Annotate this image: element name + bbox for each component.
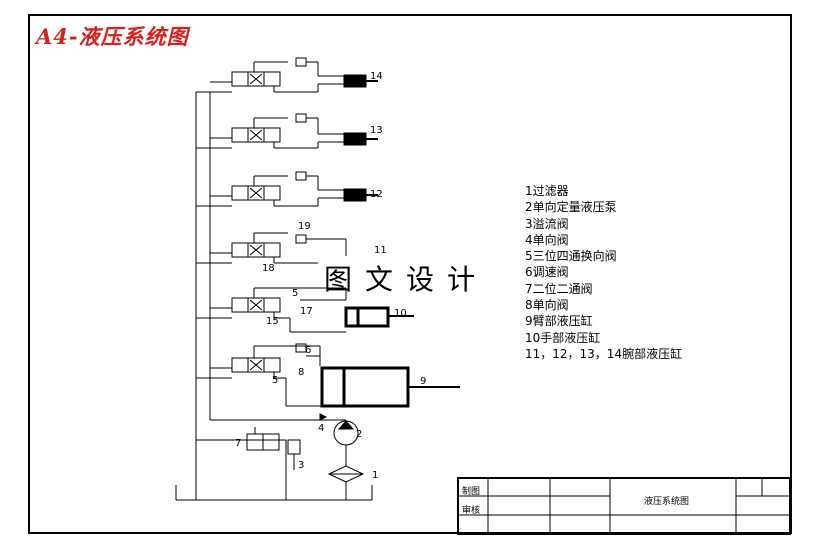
title-block-grid xyxy=(457,477,791,535)
label-5: 5 xyxy=(272,375,278,386)
label-17: 17 xyxy=(300,306,313,317)
legend-item: 10手部液压缸 xyxy=(525,330,601,345)
watermark-text: 图文设计 xyxy=(324,263,489,296)
legend-item: 3溢流阀 xyxy=(525,216,569,231)
label-14: 14 xyxy=(370,71,383,82)
main-rails xyxy=(175,92,373,501)
label-19: 19 xyxy=(298,221,311,232)
label-7: 7 xyxy=(235,438,241,449)
label-3: 3 xyxy=(298,460,304,471)
legend-item: 4单向阀 xyxy=(525,232,569,247)
label-9: 9 xyxy=(420,376,426,387)
reviewed-by-label: 审核 xyxy=(462,506,481,516)
legend-item: 8单向阀 xyxy=(525,298,569,313)
label-4: 4 xyxy=(318,423,324,434)
valve-row-11 xyxy=(196,232,347,264)
label-1: 1 xyxy=(372,470,378,481)
component-labels: 1 2 3 4 5 5 6 7 8 9 10 11 12 13 14 15 17… xyxy=(235,71,426,481)
drawn-by-label: 制图 xyxy=(462,487,481,497)
title-block: 制图 审核 液压系统图 xyxy=(458,478,790,534)
legend-item: 6调速阀 xyxy=(525,265,569,280)
drawing-title: A4-液压系统图 xyxy=(36,24,189,49)
pump-assembly xyxy=(319,413,365,500)
drawing-name: 液压系统图 xyxy=(644,497,690,507)
valve-row-13 xyxy=(196,113,378,149)
legend-item: 11，12，13，14腕部液压缸 xyxy=(525,346,683,361)
legend-item: 9臂部液压缸 xyxy=(525,314,593,329)
label-6: 6 xyxy=(305,345,311,356)
legend-item: 7二位二通阀 xyxy=(525,281,593,296)
label-5b: 5 xyxy=(292,288,298,299)
component-legend: 1过滤器 2单向定量液压泵 3溢流阀 4单向阀 5三位四通换向阀 6调速阀 7二… xyxy=(525,183,682,362)
legend-item: 1过滤器 xyxy=(525,184,569,198)
valve-row-9 xyxy=(196,343,460,408)
label-13: 13 xyxy=(370,125,383,136)
label-2: 2 xyxy=(356,429,362,440)
valve-row-10 xyxy=(196,287,414,333)
label-18: 18 xyxy=(262,263,275,274)
label-11: 11 xyxy=(374,245,387,256)
label-12: 12 xyxy=(370,189,383,200)
label-15: 15 xyxy=(266,316,279,327)
relief-and-2way-valves xyxy=(246,427,301,470)
valve-row-12 xyxy=(196,171,378,207)
drawing-frame xyxy=(28,14,792,534)
label-8: 8 xyxy=(298,367,304,378)
legend-item: 5三位四通换向阀 xyxy=(525,249,617,264)
valve-row-14 xyxy=(196,57,378,93)
label-10: 10 xyxy=(394,308,407,319)
legend-item: 2单向定量液压泵 xyxy=(525,200,617,215)
